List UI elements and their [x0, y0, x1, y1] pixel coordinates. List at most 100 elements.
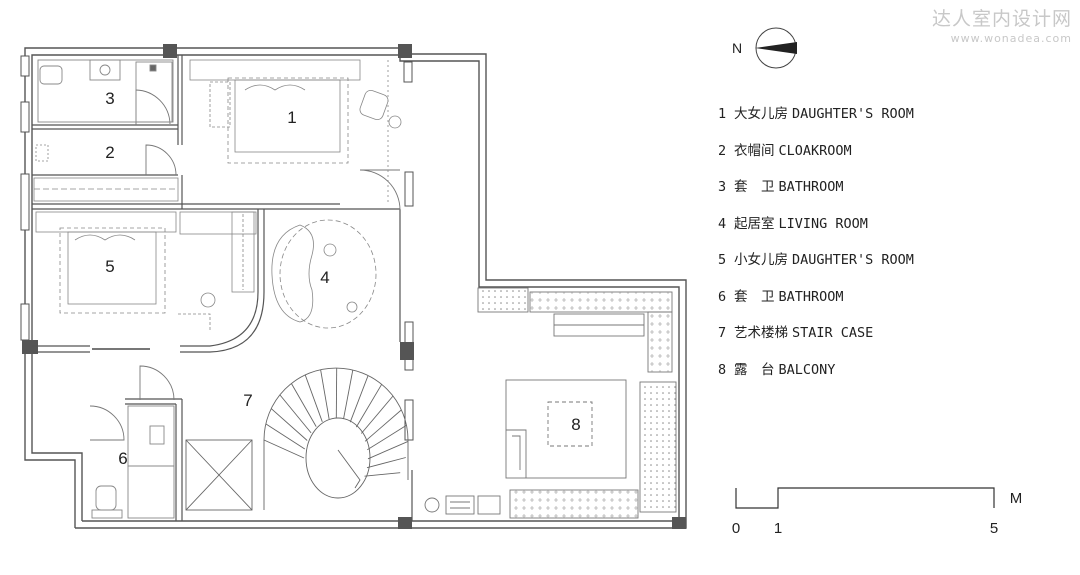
stair-direction-arrow: [337, 449, 361, 489]
legend-en: BALCONY: [778, 361, 836, 378]
curved-sofa: [271, 224, 314, 323]
balcony-bench-bottom: [509, 489, 639, 519]
column: [400, 342, 414, 360]
outer-wall-inner: [31, 54, 680, 522]
bathroom-6-fixtures: [91, 405, 175, 519]
legend-cn: 艺术楼梯: [734, 325, 788, 341]
pillows: [244, 84, 306, 91]
legend-cn: 衣帽间: [734, 142, 775, 159]
door-room-1: [359, 169, 401, 211]
legend-cn: 露 台: [734, 361, 775, 378]
lift-cross: [185, 439, 253, 511]
compass-arrow-icon: [755, 42, 797, 54]
legend-number: 5: [718, 252, 727, 268]
legend-number: 4: [718, 215, 727, 232]
room-number-5: 5: [105, 257, 114, 276]
legend-number: 1: [718, 106, 727, 122]
bathroom-3-fixtures: [37, 59, 174, 123]
stair-tread: [304, 374, 323, 422]
stair-tread: [364, 409, 402, 442]
legend-en: DAUGHTER'S ROOM: [792, 106, 914, 122]
room-number-1: 1: [287, 108, 296, 127]
balcony-planter-top: [477, 287, 529, 313]
sink-icon: [89, 59, 121, 81]
room-number-4: 4: [320, 268, 329, 287]
deck-steps-inner: [512, 435, 521, 470]
window-left-1: [20, 55, 30, 77]
stair-well: [305, 417, 371, 499]
interior-walls: [32, 55, 413, 521]
side-stool-icon: [346, 301, 358, 313]
column: [398, 44, 412, 58]
balcony-deck: [505, 379, 627, 479]
stair-tread: [360, 395, 394, 434]
balcony-planter-right: [639, 381, 677, 513]
utility-vent-icon: [445, 495, 475, 515]
legend-number: 3: [718, 179, 727, 195]
doors: [89, 89, 401, 441]
sink-drain-icon: [99, 64, 111, 76]
room-number-8: 8: [571, 415, 580, 434]
stair-tread: [355, 384, 383, 428]
wardrobe-room-5: [231, 211, 255, 293]
vanity-6: [127, 405, 175, 467]
toilet-6-icon: [95, 485, 117, 511]
stair-tread: [265, 423, 306, 450]
window-left-2: [20, 101, 30, 133]
bed-5: [67, 231, 157, 305]
scale-bar: [735, 487, 995, 509]
scale-bar-line: [735, 487, 995, 509]
room-number-2: 2: [105, 143, 114, 162]
legend-cn: 大女儿房: [734, 106, 788, 122]
column: [22, 340, 38, 354]
stair-tread: [343, 369, 354, 420]
window-right-3: [404, 399, 414, 441]
legend-en: DAUGHTER'S ROOM: [792, 252, 914, 268]
balcony-table: [547, 401, 593, 447]
room-number-6: 6: [118, 449, 127, 468]
room-number-7: 7: [243, 391, 252, 410]
legend-en: BATHROOM: [778, 288, 844, 305]
door-cloakroom: [145, 144, 177, 176]
balcony-bench-top: [529, 291, 673, 313]
scale-tick-0: 0: [732, 520, 740, 537]
wall-curve: [180, 209, 259, 347]
stair-tread: [364, 472, 401, 477]
rug-room-1: [227, 77, 349, 164]
desk-room-1: [209, 81, 231, 128]
living-room-furniture: [271, 219, 377, 329]
column: [672, 517, 686, 529]
shower-icon: [135, 61, 173, 123]
shower-6: [127, 465, 175, 519]
desk-room-5: [178, 313, 211, 330]
door-bathroom-6: [89, 405, 125, 441]
legend-number: 7: [718, 325, 727, 341]
cloak-stool: [35, 144, 49, 162]
scale-tick-1: 1: [774, 520, 782, 537]
legend-cn: 套 卫: [734, 288, 775, 305]
wardrobe-rail: [33, 177, 179, 202]
legend-en: STAIR CASE: [792, 325, 874, 341]
utility-box-icon: [477, 495, 501, 515]
stair-tread: [320, 369, 330, 419]
scale-labels: 0 1 5 M: [732, 490, 1022, 537]
balcony-bench-right: [647, 311, 673, 373]
coffee-table-icon: [323, 243, 337, 257]
room-number-3: 3: [105, 89, 114, 108]
legend-number: 2: [718, 142, 727, 159]
cabinet-room-5: [179, 211, 257, 235]
bed: [234, 79, 341, 153]
chair-icon: [200, 292, 216, 308]
column: [398, 517, 412, 529]
toilet-icon: [39, 65, 63, 85]
round-rug: [279, 219, 377, 329]
legend-en: LIVING ROOM: [778, 215, 868, 232]
balcony: [424, 287, 677, 519]
rug-room-5: [59, 227, 166, 314]
north-compass: N: [732, 27, 797, 69]
stair-tread: [366, 457, 406, 469]
